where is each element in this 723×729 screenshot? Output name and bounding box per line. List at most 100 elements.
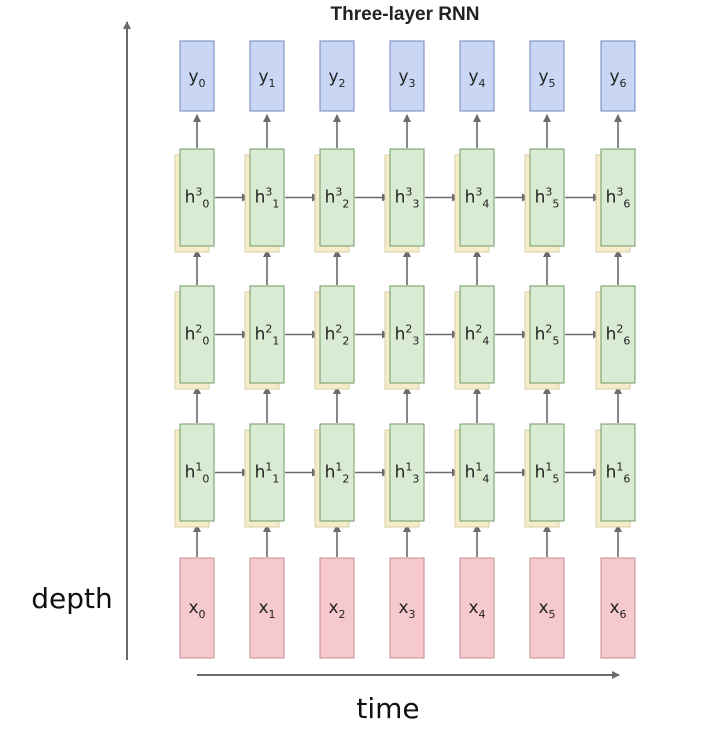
hidden-label-l2-t6-sub: 6 <box>623 335 630 348</box>
input-label-x3-base: x <box>398 598 408 618</box>
hidden-label-l3-t3-base: h <box>395 188 406 208</box>
hidden-box-l1-t3 <box>389 423 425 522</box>
hidden-label-l1-t6: h16 <box>606 461 631 486</box>
hidden-label-l3-t0: h30 <box>185 186 210 211</box>
hidden-label-l1-t6-base: h <box>606 463 617 483</box>
output-label-y0-base: y <box>188 67 198 87</box>
input-label-x5-base: x <box>538 598 548 618</box>
hidden-label-l3-t6: h36 <box>606 186 631 211</box>
input-label-x2-sub: 2 <box>339 608 346 621</box>
hidden-label-l3-t5: h35 <box>535 186 560 211</box>
hidden-label-l3-t1-sup: 3 <box>265 186 272 199</box>
hidden-label-l2-t3-sup: 2 <box>405 323 412 336</box>
hidden-label-l3-t2-sup: 3 <box>335 186 342 199</box>
hidden-label-l2-t5-sub: 5 <box>552 335 559 348</box>
hidden-label-l1-t5-sup: 1 <box>545 461 552 474</box>
input-label-x4: x4 <box>468 598 485 621</box>
hidden-label-l2-t0: h20 <box>185 323 210 348</box>
input-label-x1: x1 <box>258 598 275 621</box>
output-label-y4: y4 <box>468 67 485 90</box>
output-label-y2-base: y <box>328 67 338 87</box>
hidden-label-l1-t4-sub: 4 <box>482 473 489 486</box>
hidden-label-l3-t5-sub: 5 <box>552 198 559 211</box>
output-label-y2-sub: 2 <box>339 77 346 90</box>
hidden-label-l2-t0-sup: 2 <box>195 323 202 336</box>
hidden-label-l2-t0-sub: 0 <box>202 335 209 348</box>
output-label-y0: y0 <box>188 67 205 90</box>
hidden-label-l3-t4-sub: 4 <box>482 198 489 211</box>
output-box-y5 <box>529 40 565 112</box>
output-label-y3-sub: 3 <box>409 77 416 90</box>
hidden-box-l2-t2 <box>319 285 355 384</box>
input-box-x5 <box>529 557 565 659</box>
hidden-label-l1-t0-base: h <box>185 463 196 483</box>
input-label-x6-base: x <box>609 598 619 618</box>
output-label-y2: y2 <box>328 67 345 90</box>
hidden-label-l2-t2: h22 <box>325 323 350 348</box>
hidden-label-l3-t0-sub: 0 <box>202 198 209 211</box>
hidden-label-l3-t0-base: h <box>185 188 196 208</box>
hidden-label-l3-t1-base: h <box>255 188 266 208</box>
output-box-y2 <box>319 40 355 112</box>
input-box-x3 <box>389 557 425 659</box>
hidden-label-l3-t4-base: h <box>465 188 476 208</box>
hidden-label-l2-t1-sub: 1 <box>272 335 279 348</box>
hidden-label-l1-t0-sup: 1 <box>195 461 202 474</box>
hidden-label-l2-t1-sup: 2 <box>265 323 272 336</box>
hidden-box-l1-t4 <box>459 423 495 522</box>
hidden-label-l1-t5: h15 <box>535 461 560 486</box>
input-label-x3-sub: 3 <box>409 608 416 621</box>
input-label-x0-sub: 0 <box>199 608 206 621</box>
input-label-x6-sub: 6 <box>620 608 627 621</box>
hidden-label-l1-t1-sup: 1 <box>265 461 272 474</box>
output-label-y0-sub: 0 <box>199 77 206 90</box>
hidden-label-l2-t4-base: h <box>465 325 476 345</box>
hidden-box-l1-t1 <box>249 423 285 522</box>
hidden-label-l1-t3-sub: 3 <box>412 473 419 486</box>
hidden-label-l3-t6-base: h <box>606 188 617 208</box>
hidden-label-l3-t4-sup: 3 <box>475 186 482 199</box>
input-box-x6 <box>600 557 636 659</box>
output-label-y5-base: y <box>538 67 548 87</box>
input-label-x5: x5 <box>538 598 555 621</box>
output-label-y5: y5 <box>538 67 555 90</box>
output-box-y4 <box>459 40 495 112</box>
hidden-label-l3-t5-base: h <box>535 188 546 208</box>
hidden-label-l3-t6-sub: 6 <box>623 198 630 211</box>
hidden-label-l2-t3-base: h <box>395 325 406 345</box>
hidden-box-l1-t2 <box>319 423 355 522</box>
hidden-label-l1-t6-sup: 1 <box>616 461 623 474</box>
hidden-label-l1-t6-sub: 6 <box>623 473 630 486</box>
hidden-label-l2-t6: h26 <box>606 323 631 348</box>
input-label-x4-sub: 4 <box>479 608 486 621</box>
input-box-x0 <box>179 557 215 659</box>
hidden-label-l3-t2-base: h <box>325 188 336 208</box>
hidden-label-l2-t1: h21 <box>255 323 280 348</box>
input-label-x6: x6 <box>609 598 626 621</box>
diagram-title: Three-layer RNN <box>331 4 480 25</box>
hidden-label-l3-t0-sup: 3 <box>195 186 202 199</box>
output-label-y1-sub: 1 <box>269 77 276 90</box>
input-label-x1-sub: 1 <box>269 608 276 621</box>
hidden-label-l3-t3-sub: 3 <box>412 198 419 211</box>
hidden-box-l1-t6 <box>600 423 636 522</box>
hidden-box-l3-t4 <box>459 148 495 247</box>
hidden-label-l1-t5-sub: 5 <box>552 473 559 486</box>
hidden-box-l2-t4 <box>459 285 495 384</box>
hidden-box-l3-t0 <box>179 148 215 247</box>
hidden-label-l1-t3-sup: 1 <box>405 461 412 474</box>
output-label-y3-base: y <box>398 67 408 87</box>
output-label-y6-base: y <box>609 67 619 87</box>
input-label-x2: x2 <box>328 598 345 621</box>
hidden-box-l3-t5 <box>529 148 565 247</box>
hidden-label-l1-t3: h13 <box>395 461 420 486</box>
hidden-label-l1-t3-base: h <box>395 463 406 483</box>
hidden-label-l2-t0-base: h <box>185 325 196 345</box>
hidden-label-l2-t1-base: h <box>255 325 266 345</box>
input-label-x2-base: x <box>328 598 338 618</box>
hidden-box-l3-t2 <box>319 148 355 247</box>
output-box-y1 <box>249 40 285 112</box>
hidden-label-l1-t4: h14 <box>465 461 490 486</box>
hidden-label-l1-t1-base: h <box>255 463 266 483</box>
